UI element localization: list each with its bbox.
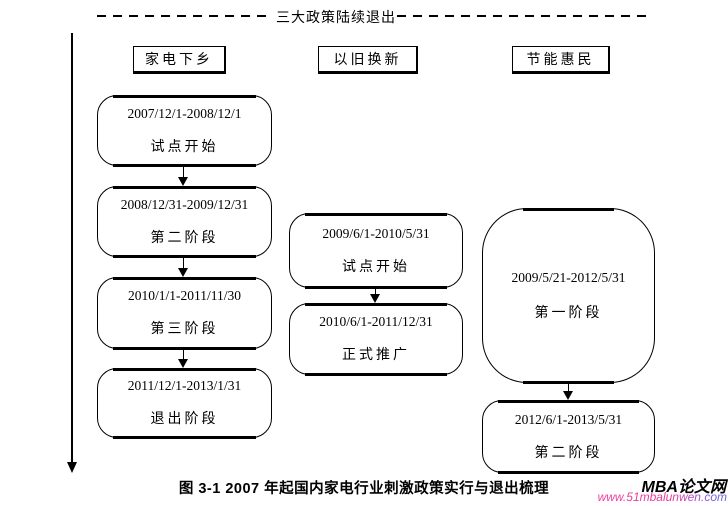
watermark-site-name: MBA论文网 xyxy=(641,479,726,496)
stage-box-col1-phase2: 2008/12/31-2009/12/31 第二阶段 xyxy=(97,185,272,258)
stage-box-col2-pilot: 2009/6/1-2010/5/31 试点开始 xyxy=(289,212,463,289)
stage-date: 2009/6/1-2010/5/31 xyxy=(322,225,430,241)
stage-date: 2010/1/1-2011/11/30 xyxy=(128,288,241,303)
stage-box-col1-pilot: 2007/12/1-2008/12/1 试点开始 xyxy=(97,94,272,167)
policy-header-yijiuhuanxin: 以旧换新 xyxy=(318,46,418,74)
stage-label: 第一阶段 xyxy=(534,305,603,321)
policy-header-jiennenghuimin: 节能惠民 xyxy=(512,46,610,74)
stage-date: 2007/12/1-2008/12/1 xyxy=(127,105,242,121)
flow-arrow-icon xyxy=(563,383,574,400)
stage-label: 第三阶段 xyxy=(150,322,219,337)
stage-label: 退出阶段 xyxy=(150,412,219,427)
stage-box-col1-phase3: 2010/1/1-2011/11/30 第三阶段 xyxy=(97,276,272,350)
figure-caption: 图 3-1 2007 年起国内家电行业刺激政策实行与退出梳理 xyxy=(178,481,550,497)
stage-label: 试点开始 xyxy=(150,139,219,155)
stage-date: 2012/6/1-2013/5/31 xyxy=(514,411,623,427)
title-dash-left xyxy=(97,15,272,17)
policy-header-jiadianxiaxiang: 家电下乡 xyxy=(133,46,226,74)
watermark-site-url: www.51mbalunwen.com xyxy=(597,490,727,504)
stage-label: 第二阶段 xyxy=(150,230,219,246)
stage-label: 第二阶段 xyxy=(534,445,603,461)
stage-box-col2-rollout: 2010/6/1-2011/12/31 正式推广 xyxy=(289,302,463,376)
stage-label: 正式推广 xyxy=(342,348,410,363)
stage-box-col1-exit: 2011/12/1-2013/1/31 退出阶段 xyxy=(97,367,272,439)
flow-arrow-icon xyxy=(178,257,189,277)
stage-label: 试点开始 xyxy=(342,259,410,275)
stage-box-col3-phase2: 2012/6/1-2013/5/31 第二阶段 xyxy=(482,399,655,474)
timeline-arrow-head-icon xyxy=(66,462,77,473)
stage-date: 2009/5/21-2012/5/31 xyxy=(511,269,626,285)
stage-box-col3-phase1: 2009/5/21-2012/5/31 第一阶段 xyxy=(482,207,655,384)
flow-arrow-icon xyxy=(370,288,381,303)
title-dash-right xyxy=(397,15,651,17)
stage-date: 2011/12/1-2013/1/31 xyxy=(127,378,242,393)
timeline-arrow-line xyxy=(71,33,73,463)
flow-arrow-icon xyxy=(178,349,189,368)
stage-date: 2010/6/1-2011/12/31 xyxy=(319,314,433,329)
figure-title: 三大政策陆续退出 xyxy=(276,11,396,26)
stage-date: 2008/12/31-2009/12/31 xyxy=(120,196,249,212)
flow-arrow-icon xyxy=(178,166,189,186)
